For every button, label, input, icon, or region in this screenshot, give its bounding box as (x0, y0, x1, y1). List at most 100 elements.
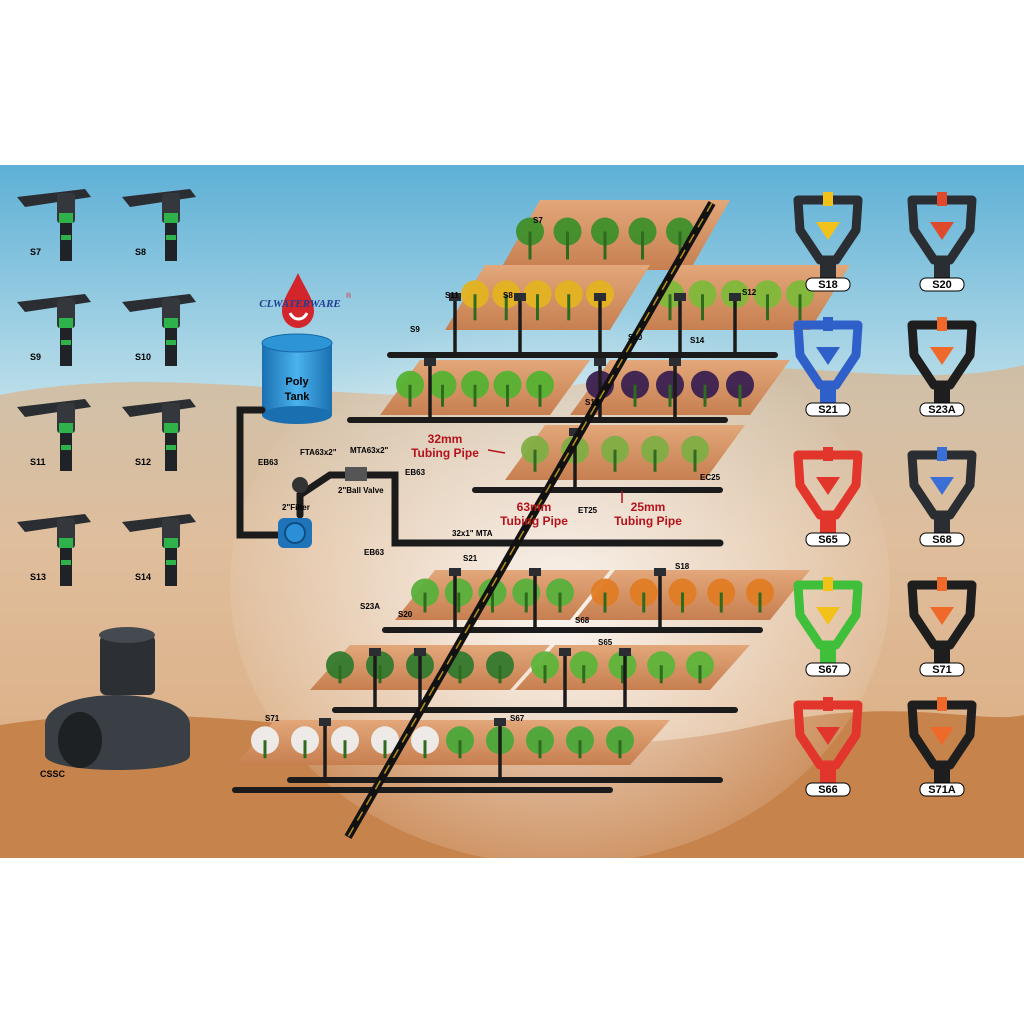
sprinkler-head-icon (559, 648, 571, 656)
pipe-25-size: 25mm (631, 500, 666, 514)
ball-valve-icon (345, 467, 367, 481)
impact-sprinkler-s14: S14 (122, 514, 196, 586)
impact-sprinkler-s9: S9 (17, 294, 91, 366)
sprinkler-head-icon (414, 648, 426, 656)
field-plots (232, 200, 850, 793)
field-tag-s9: S9 (410, 325, 420, 334)
sprinkler-head-icon (619, 648, 631, 656)
fitting-eb63-b: EB63 (405, 468, 426, 477)
field-plot (515, 645, 750, 690)
micro-sprinkler-label: S67 (818, 664, 838, 676)
impact-sprinkler-s8: S8 (122, 189, 196, 261)
brand-registered: ® (346, 292, 352, 300)
micro-sprinkler-label: S23A (928, 404, 956, 416)
pipe-32-size: 32mm (428, 432, 463, 446)
field-plot (395, 570, 610, 620)
fitting-eb63-c: EB63 (364, 548, 385, 557)
sprinkler-head-icon (449, 568, 461, 576)
field-tag-s68: S68 (575, 616, 590, 625)
micro-sprinkler-s71: S71 (907, 577, 977, 677)
micro-sprinkler-label: S71A (928, 784, 956, 796)
sprinkler-head-icon (369, 648, 381, 656)
micro-sprinkler-s65: S65 (793, 447, 863, 547)
fitting-filter: 2"Filter (282, 503, 310, 512)
micro-sprinkler-label: S66 (818, 784, 838, 796)
field-tag-s14: S14 (690, 336, 705, 345)
field-plot (505, 425, 745, 480)
brand-name: CLWATERWARE (259, 298, 341, 310)
pump (278, 518, 312, 548)
sprinkler-head-icon (669, 358, 681, 366)
field-tag-s67: S67 (510, 714, 525, 723)
field-plot (380, 360, 590, 415)
micro-sprinkler-s68: S68 (907, 447, 977, 547)
impact-sprinkler-s7: S7 (17, 189, 91, 261)
impact-sprinkler-label: S9 (30, 352, 41, 362)
impact-sprinkler-s13: S13 (17, 514, 91, 586)
sprinkler-head-icon (449, 293, 461, 301)
field-plot (575, 570, 810, 620)
sprinkler-head-icon (569, 428, 581, 436)
field-tag-s20: S20 (398, 610, 413, 619)
micro-sprinkler-s23a: S23A (907, 317, 977, 417)
micro-sprinkler-s21: S21 (793, 317, 863, 417)
poly-tank: Poly Tank (261, 333, 333, 424)
field-tag-s21: S21 (463, 554, 478, 563)
fitting-ball-valve: 2"Ball Valve (338, 486, 384, 495)
impact-sprinkler-label: S11 (30, 457, 46, 467)
micro-sprinkler-s18: S18 (793, 192, 863, 292)
sprinkler-head-icon (514, 293, 526, 301)
impact-sprinkler-label: S7 (30, 247, 41, 257)
field-plot (430, 720, 670, 765)
impact-sprinkler-label: S13 (30, 572, 46, 582)
sprinkler-head-icon (594, 358, 606, 366)
micro-sprinkler-s71a: S71A (907, 697, 977, 797)
field-tag-s13: S13 (585, 398, 600, 407)
impact-sprinkler-label: S8 (135, 247, 146, 257)
impact-sprinkler-s11: S11 (17, 399, 91, 471)
field-tag-s10: S10 (628, 333, 643, 342)
sprinkler-head-icon (494, 718, 506, 726)
field-tag-s8: S8 (503, 291, 513, 300)
micro-sprinkler-label: S71 (932, 664, 952, 676)
micro-sprinkler-label: S68 (932, 534, 952, 546)
micro-sprinkler-label: S18 (818, 279, 838, 291)
sprinkler-head-icon (424, 358, 436, 366)
micro-sprinkler-label: S65 (818, 534, 838, 546)
field-plot (235, 720, 475, 765)
fitting-ec25: EC25 (700, 473, 721, 482)
fitting-mta: MTA63x2" (350, 446, 389, 455)
sprinkler-head-icon (594, 293, 606, 301)
pipe-32-type: Tubing Pipe (411, 446, 479, 460)
fitting-mta32: 32x1" MTA (452, 529, 493, 538)
field-tag-s11: S11 (445, 291, 459, 300)
impact-sprinkler-s12: S12 (122, 399, 196, 471)
field-tag-s65: S65 (598, 638, 613, 647)
field-tag-s18: S18 (675, 562, 690, 571)
saddle-clamp-label: CSSC (40, 769, 66, 779)
filter-icon (292, 477, 308, 493)
sprinkler-head-icon (654, 568, 666, 576)
micro-sprinkler-s20: S20 (907, 192, 977, 292)
field-tag-s23a: S23A (360, 602, 380, 611)
saddle-clamp: CSSC (40, 627, 190, 779)
pipe-label-25mm: 25mm Tubing Pipe (614, 491, 682, 528)
sprinkler-head-icon (529, 568, 541, 576)
impact-sprinkler-s10: S10 (122, 294, 196, 366)
micro-sprinkler-s66: S66 (793, 697, 863, 797)
fitting-eb63-a: EB63 (258, 458, 279, 467)
pipe-label-63mm: 63mm Tubing Pipe (500, 500, 568, 528)
pipe-63-size: 63mm (517, 500, 552, 514)
field-plot (500, 200, 730, 270)
impact-sprinkler-label: S10 (135, 352, 151, 362)
field-tag-s12: S12 (742, 288, 757, 297)
pipe-63-type: Tubing Pipe (500, 514, 568, 528)
field-plot (310, 645, 550, 690)
impact-sprinkler-label: S14 (135, 572, 151, 582)
field-tag-s71: S71 (265, 714, 280, 723)
micro-sprinkler-s67: S67 (793, 577, 863, 677)
